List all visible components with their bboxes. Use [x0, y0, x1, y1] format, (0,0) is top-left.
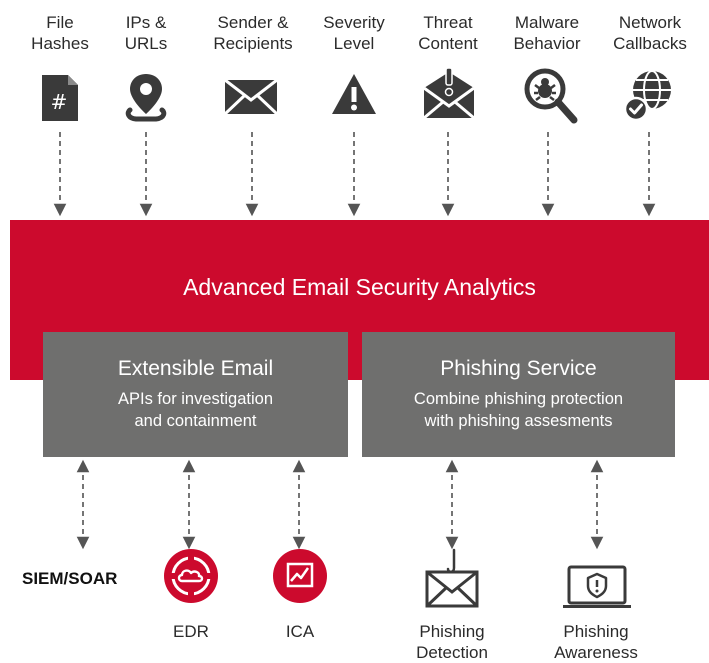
input-label-network-callbacks: Network Callbacks	[613, 13, 687, 53]
warning-triangle-icon	[332, 74, 376, 114]
panel-title: Phishing Service	[440, 357, 597, 380]
ica-chart-icon	[273, 549, 327, 603]
edr-label: EDR	[173, 622, 209, 641]
ica-label: ICA	[285, 622, 315, 641]
laptop-shield-icon	[563, 565, 631, 608]
magnifier-bug-icon	[524, 68, 578, 124]
input-label-sender-recipients: Sender & Recipients	[213, 13, 293, 53]
edr-cloud-icon	[164, 549, 218, 603]
banner-title: Advanced Email Security Analytics	[183, 274, 536, 300]
input-label-malware-behavior: Malware Behavior	[513, 13, 581, 53]
input-label-threat-content: Threat Content	[418, 13, 478, 53]
panel-subtitle-line1: Combine phishing protection	[413, 390, 624, 408]
phishing-hook-envelope-icon	[425, 548, 479, 608]
envelope-icon	[223, 78, 279, 116]
globe-check-icon	[623, 70, 671, 122]
envelope-alert-icon	[423, 67, 475, 120]
phishing-awareness-label: Phishing Awareness	[554, 622, 638, 662]
panel-subtitle-line2: with phishing assesments	[424, 412, 613, 430]
input-label-severity-level: Severity Level	[323, 13, 385, 53]
panel-title: Extensible Email	[117, 357, 274, 380]
panel-subtitle-line2: and containment	[134, 412, 257, 430]
location-pin-icon	[125, 74, 167, 122]
panel-subtitle-line1: APIs for investigation	[118, 390, 273, 408]
phishing-detection-label: Phishing Detection	[416, 622, 488, 662]
panel-phishing-service: Phishing Service Combine phishing protec…	[362, 332, 675, 457]
siem-soar-label: SIEM/SOAR	[22, 569, 118, 588]
input-label-ips-urls: IPs & URLs	[124, 13, 168, 53]
panel-extensible-email: Extensible Email APIs for investigation …	[43, 332, 348, 457]
input-label-file-hashes: File Hashes	[31, 13, 89, 53]
hash-file-icon: #	[42, 75, 78, 121]
svg-text:#: #	[51, 90, 68, 114]
